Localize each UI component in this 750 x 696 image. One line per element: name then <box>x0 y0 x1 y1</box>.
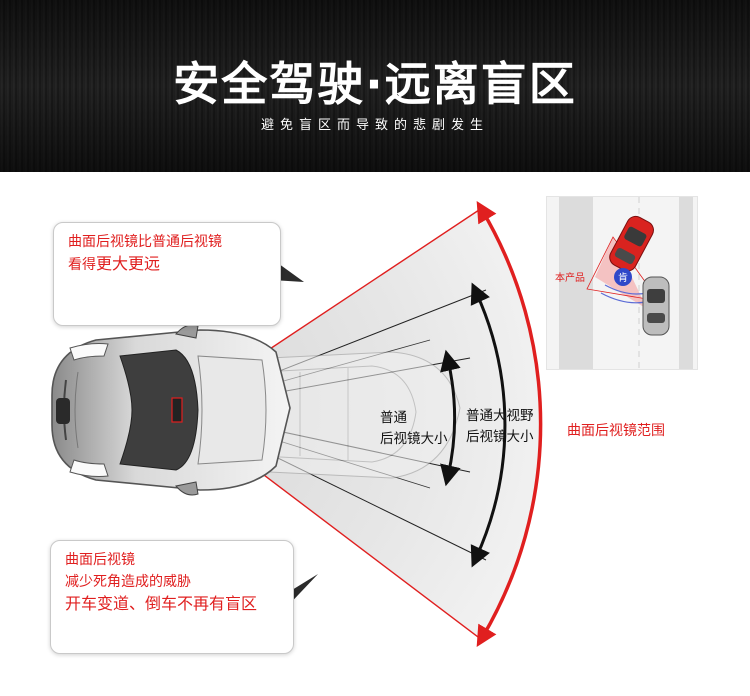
curved-mirror-range-arc <box>476 200 543 648</box>
normal-mirror-label: 普通 后视镜大小 <box>380 410 448 447</box>
callout-top-line1: 曲面后视镜比普通后视镜 <box>68 234 222 250</box>
normal-view-arc <box>440 349 461 487</box>
callout-top: 曲面后视镜比普通后视镜 看得更大更远 <box>53 222 281 326</box>
callout-bottom: 曲面后视镜 减少死角造成的威胁 开车变道、倒车不再有盲区 <box>50 540 294 654</box>
callout-bottom-line3: 开车变道、倒车不再有盲区 <box>65 594 258 613</box>
callout-bottom-line2: 减少死角造成的威胁 <box>65 574 191 590</box>
curved-mirror-range-label: 曲面后视镜范围 <box>567 423 665 439</box>
thumbnail-badge: 肯 <box>618 271 628 284</box>
wide-mirror-label: 普通大视野 后视镜大小 <box>466 408 534 445</box>
callout-top-emphasis: 更大更远 <box>96 254 161 273</box>
lane-change-thumbnail: 肯 本产品 <box>546 196 698 370</box>
car-illustration <box>51 324 291 496</box>
wide-view-arc <box>470 282 507 568</box>
header-banner <box>0 0 750 172</box>
thumbnail-product-label: 本产品 <box>555 273 585 284</box>
page-subtitle: 避免盲区而导致的悲剧发生 <box>260 118 489 133</box>
page-title: 安全驾驶·远离盲区 <box>173 57 577 111</box>
callout-top-line2-prefix: 看得 <box>68 257 96 273</box>
callout-bottom-line1: 曲面后视镜 <box>65 552 135 568</box>
lane-change-scene: 肯 <box>559 197 693 369</box>
mirror-origin <box>171 397 183 423</box>
